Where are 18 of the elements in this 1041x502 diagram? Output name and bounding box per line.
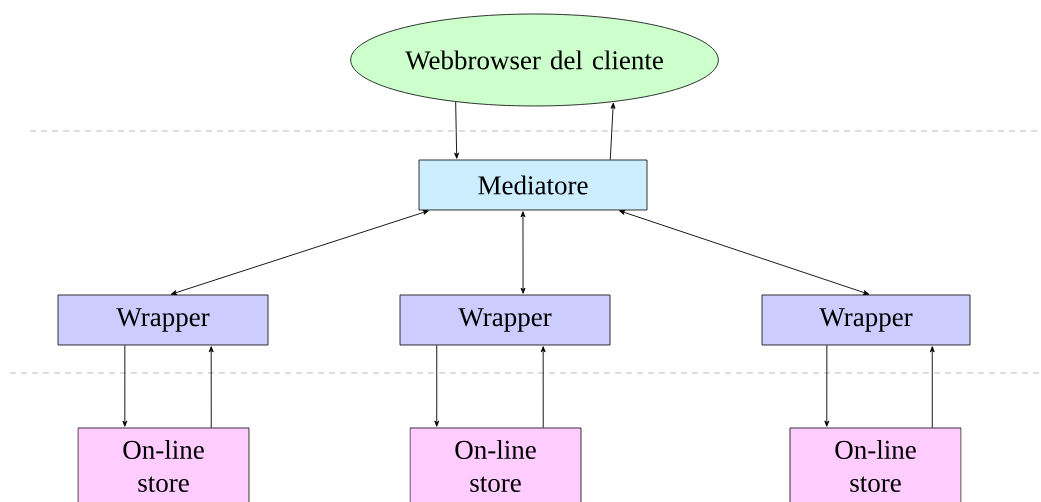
arrow (929, 346, 935, 429)
arrow (520, 211, 526, 294)
store-box: On-line store (77, 427, 250, 502)
store-box: On-line store (789, 427, 962, 502)
arrow (619, 210, 870, 295)
arrow (540, 346, 546, 429)
process-box: Wrapper (57, 294, 269, 346)
arrow (454, 101, 460, 159)
arrow (609, 102, 616, 161)
arrow (208, 346, 214, 429)
store-box: On-line store (409, 427, 582, 502)
arrow (170, 210, 429, 295)
process-box: Wrapper (399, 294, 611, 346)
process-box: Wrapper (761, 294, 971, 346)
arrow (434, 344, 440, 427)
process-box: Mediatore (418, 159, 648, 211)
arrow (824, 344, 830, 427)
arrow (122, 344, 128, 427)
